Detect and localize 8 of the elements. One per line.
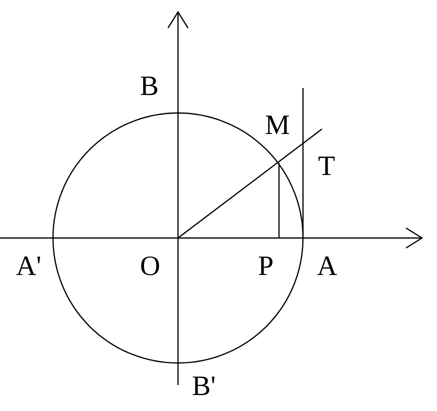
point-label: A' <box>16 253 42 281</box>
point-label: M <box>265 112 290 140</box>
point-label: P <box>258 253 274 281</box>
point-label: A <box>317 253 338 281</box>
point-label: B <box>140 73 159 101</box>
point-label: T <box>318 153 336 181</box>
point-label: O <box>140 253 160 281</box>
point-label: B' <box>192 373 216 401</box>
